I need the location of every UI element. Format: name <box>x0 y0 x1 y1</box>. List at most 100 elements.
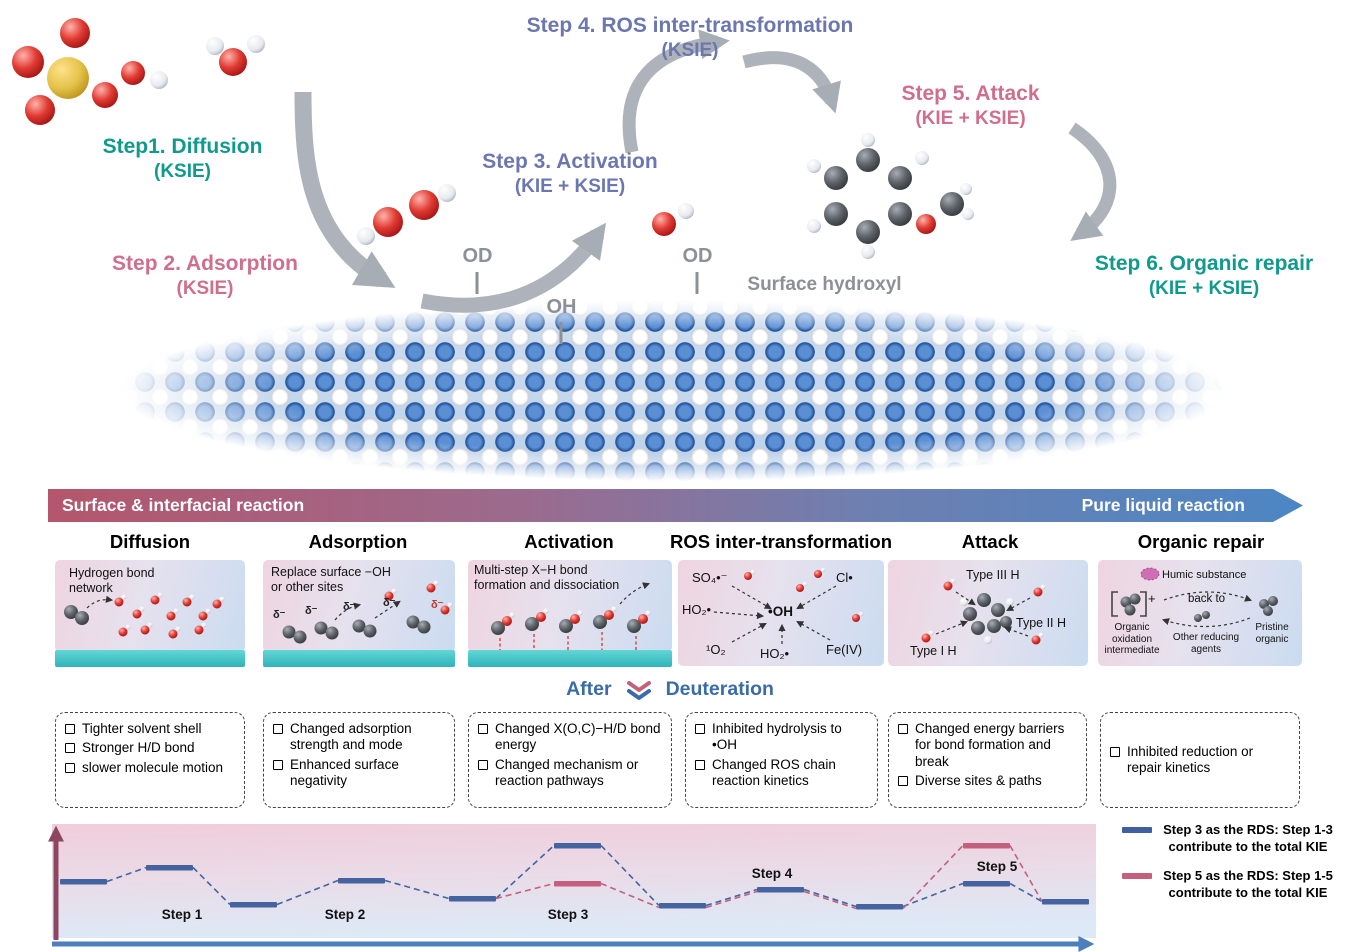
catalyst-surface <box>25 292 1320 482</box>
effect-box-attack: Changed energy barriers for bond formati… <box>888 712 1087 808</box>
oh-label: OH <box>546 296 577 318</box>
step1-label: Step1. Diffusion (KSIE) <box>85 133 280 185</box>
effect-text: Changed energy barriers for bond formati… <box>915 721 1065 769</box>
anisole-molecule <box>807 133 974 259</box>
species-fe4: Fe(IV) <box>826 642 863 657</box>
effect-box-activation: Changed X(O,C)−H/D bond energy Changed m… <box>468 712 672 808</box>
energy-level-blue <box>856 904 903 910</box>
energy-level-blue <box>659 903 706 909</box>
effect-item: Changed mechanism or reaction pathways <box>478 757 662 790</box>
banner-left-label: Surface & interfacial reaction <box>62 495 305 515</box>
energy-level-blue <box>963 881 1010 887</box>
column-header-repair: Organic repair <box>1137 531 1265 552</box>
step6-title: Step 6. Organic repair <box>1094 252 1314 275</box>
energy-path-blue <box>106 844 1043 908</box>
panel-diffusion: Hydrogen bond network <box>55 560 245 652</box>
delta-label: δ⁻ <box>305 605 318 617</box>
delta-label: δ⁻ <box>343 601 356 613</box>
ros-network-art <box>713 567 864 644</box>
effect-text: Changed X(O,C)−H/D bond energy <box>495 721 661 753</box>
species-ho2-bottom: HO₂• <box>760 646 790 661</box>
delta-label: δ⁻ <box>273 609 286 621</box>
surface-bar-adsorption <box>263 650 455 667</box>
effect-box-repair: Inhibited reduction or repair kinetics <box>1100 712 1300 808</box>
pms-molecule <box>12 18 168 125</box>
effect-text: Diverse sites & paths <box>915 773 1042 789</box>
checkbox-icon <box>273 759 283 770</box>
surface-hydroxyl-label: Surface hydroxyl <box>747 274 902 295</box>
oxidation-intermediate-label: Organic oxidation intermediate <box>1104 622 1160 656</box>
energy-step-label: Step 2 <box>325 907 366 922</box>
species-ho2-left: HO₂• <box>682 602 712 617</box>
reaction-scale-banner: Surface & interfacial reaction Pure liqu… <box>48 489 1303 522</box>
species-so4: SO₄•⁻ <box>692 570 728 585</box>
effect-item: Changed adsorption strength and mode <box>273 721 445 754</box>
adsorption-art <box>282 580 453 644</box>
step4-label: Step 4. ROS inter-transformation (KSIE) <box>490 12 890 64</box>
energy-step-label: Step 4 <box>752 866 793 881</box>
effect-item: Tighter solvent shell <box>65 721 235 737</box>
surface-bar-activation <box>468 650 672 667</box>
energy-level-blue <box>1042 899 1089 905</box>
step6-label: Step 6. Organic repair (KIE + KSIE) <box>1068 250 1340 302</box>
energy-level-blue <box>230 902 277 908</box>
legend-entry-step5: Step 5 as the RDS: Step 1-5 contribute t… <box>1122 868 1338 901</box>
energy-step-label: Step 1 <box>162 907 203 922</box>
panel-attack: Type III H Type II H Type I H <box>888 560 1088 666</box>
water-molecule-small <box>652 203 694 236</box>
step3-label: Step 3. Activation (KIE + KSIE) <box>455 148 685 200</box>
step2-title: Step 2. Adsorption <box>112 252 298 275</box>
energy-diagram: Step 1 Step 2 Step 3 Step 4 Step 5 <box>47 824 1096 952</box>
reducing-agents-label: Other reducing agents <box>1172 632 1240 655</box>
effect-item: Stronger H/D bond <box>65 740 235 756</box>
legend-swatch-blue <box>1122 827 1152 833</box>
after-label: After <box>566 678 612 700</box>
checkbox-icon <box>478 759 488 770</box>
effect-text: Changed adsorption strength and mode <box>290 721 412 753</box>
checkbox-icon <box>898 724 908 734</box>
panel-diffusion-caption: Hydrogen bond network <box>69 566 155 596</box>
effect-box-diffusion: Tighter solvent shell Stronger H/D bond … <box>55 712 245 808</box>
effect-text: Enhanced surface negativity <box>290 756 399 789</box>
effect-item: Inhibited reduction or repair kinetics <box>1110 744 1290 777</box>
legend-swatch-pink <box>1122 873 1152 880</box>
legend-entry-step3: Step 3 as the RDS: Step 1-3 contribute t… <box>1122 822 1338 855</box>
od-label-left: OD <box>462 245 493 267</box>
energy-level-blue <box>449 896 496 902</box>
effect-text: Changed ROS chain reaction kinetics <box>712 756 836 789</box>
step2-tag: (KSIE) <box>176 278 234 300</box>
panel-adsorption: Replace surface −OH or other sites δ⁻ δ⁻… <box>263 560 455 652</box>
legend-text-step5: Step 5 as the RDS: Step 1-5 contribute t… <box>1163 868 1333 900</box>
attack-art <box>921 578 1046 645</box>
energy-level-pink <box>963 843 1010 849</box>
type-iii-h-label: Type III H <box>966 568 1020 582</box>
back-to-label: back to <box>1188 593 1226 605</box>
delta-label: δ⁻ <box>383 597 396 609</box>
energy-level-blue <box>554 843 601 849</box>
arrow-ros-to-attack <box>742 51 841 114</box>
step5-tag: (KIE + KSIE) <box>915 108 1026 130</box>
energy-step-label: Step 3 <box>548 907 589 922</box>
checkbox-icon <box>695 724 705 734</box>
checkbox-icon <box>898 776 908 787</box>
checkbox-icon <box>65 762 75 773</box>
h2o2-molecule <box>357 184 456 245</box>
step4-title: Step 4. ROS inter-transformation <box>526 14 854 37</box>
effect-item: Changed X(O,C)−H/D bond energy <box>478 721 662 754</box>
pristine-organic-label: Pristine organic <box>1255 622 1289 645</box>
effect-text: Changed mechanism or reaction pathways <box>495 756 639 789</box>
checkbox-icon <box>478 724 488 734</box>
deuteration-label: Deuteration <box>665 678 774 700</box>
effect-item: slower molecule motion <box>65 760 235 776</box>
delta-label: δ⁻ <box>431 599 444 611</box>
water-molecule-top <box>206 35 265 76</box>
energy-step-label: Step 5 <box>977 859 1018 874</box>
deuteration-row: After Deuteration <box>430 678 910 701</box>
effect-item: Changed ROS chain reaction kinetics <box>695 757 868 790</box>
panel-ros: SO₄•⁻ Cl• •OH HO₂• ¹O₂ HO₂• Fe(IV) <box>678 560 884 666</box>
effect-box-adsorption: Changed adsorption strength and mode Enh… <box>263 712 455 808</box>
energy-level-blue <box>338 878 385 884</box>
humic-substance-label: Humic substance <box>1162 569 1247 581</box>
step1-title: Step1. Diffusion <box>102 135 263 158</box>
panel-adsorption-caption: Replace surface −OH or other sites <box>271 565 391 595</box>
